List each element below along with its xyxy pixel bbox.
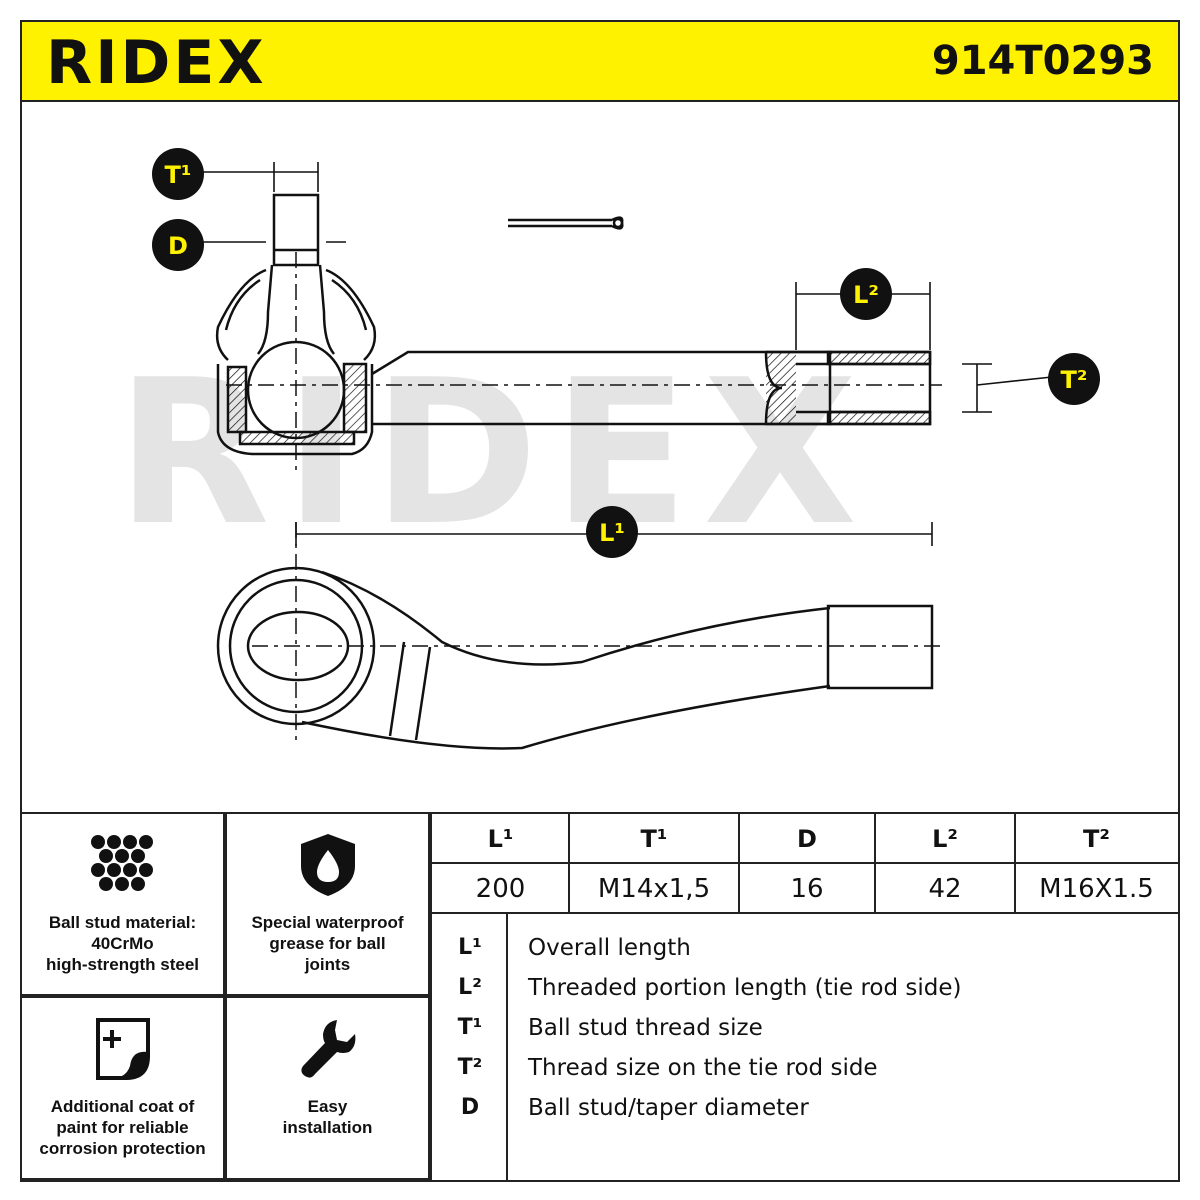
ridex-logo: RIDEX — [46, 28, 267, 98]
legend-text: Ball stud/taper diameter — [528, 1095, 809, 1121]
legend-key: D — [460, 1095, 480, 1120]
value-l1: 200 — [475, 874, 526, 904]
legend-text: Thread size on the tie rod side — [528, 1055, 878, 1081]
label-t1: T¹ — [165, 161, 192, 189]
paint-document-icon — [22, 1016, 223, 1084]
value-t1: M14x1,5 — [597, 874, 711, 904]
divider — [874, 814, 876, 914]
rubber-boot — [215, 268, 377, 361]
header-l2: L² — [932, 825, 958, 853]
legend-row: T¹ Ball stud thread size — [432, 1008, 1178, 1048]
ball-pattern-icon — [22, 832, 223, 900]
legend-row: L¹ Overall length — [432, 928, 1178, 968]
legend-row: T² Thread size on the tie rod side — [432, 1048, 1178, 1088]
header-bar: RIDEX 914T0293 — [20, 20, 1180, 102]
badge-d: D — [152, 219, 204, 271]
legend-key: L² — [458, 975, 482, 1000]
legend-text: Ball stud thread size — [528, 1015, 763, 1041]
header-t2: T² — [1083, 825, 1110, 853]
divider — [432, 862, 1178, 864]
part-number: 914T0293 — [931, 38, 1154, 84]
legend-divider — [506, 914, 508, 1180]
legend-key: T² — [457, 1055, 483, 1080]
socket-housing — [216, 362, 374, 456]
value-d: 16 — [790, 874, 824, 904]
label-l1: L¹ — [599, 519, 625, 547]
label-l2: L² — [853, 281, 879, 309]
label-d: D — [168, 232, 188, 260]
label-t2: T² — [1061, 366, 1088, 394]
badge-t1: T¹ — [152, 148, 204, 200]
badge-l2: L² — [840, 268, 892, 320]
badge-t2: T² — [1048, 353, 1100, 405]
divider — [1014, 814, 1016, 914]
legend-key: T¹ — [457, 1015, 483, 1040]
technical-drawing: RIDEX — [22, 102, 1178, 812]
divider — [738, 814, 740, 914]
legend-text: Overall length — [528, 935, 691, 961]
legend-key: L¹ — [458, 935, 482, 960]
divider — [568, 814, 570, 914]
side-profile — [216, 566, 934, 750]
drawing-canvas: RIDEX — [116, 148, 1100, 750]
cotter-pin — [508, 216, 624, 230]
badge-l1: L¹ — [586, 506, 638, 558]
header-t1: T¹ — [640, 825, 668, 853]
legend-row: D Ball stud/taper diameter — [432, 1088, 1178, 1128]
divider — [432, 912, 1178, 914]
header-l1: L¹ — [487, 825, 514, 853]
value-t2: M16X1.5 — [1039, 874, 1154, 904]
header-d: D — [797, 825, 817, 853]
legend-text: Threaded portion length (tie rod side) — [528, 975, 962, 1001]
value-l2: 42 — [928, 874, 962, 904]
spec-table: L¹ T¹ D L² T² 200 M14x1,5 16 42 M16X1.5 … — [430, 812, 1180, 1182]
tie-rod-shaft — [371, 350, 932, 426]
shield-drop-icon — [227, 832, 428, 900]
legend-row: L² Threaded portion length (tie rod side… — [432, 968, 1178, 1008]
wrench-icon — [227, 1016, 428, 1084]
